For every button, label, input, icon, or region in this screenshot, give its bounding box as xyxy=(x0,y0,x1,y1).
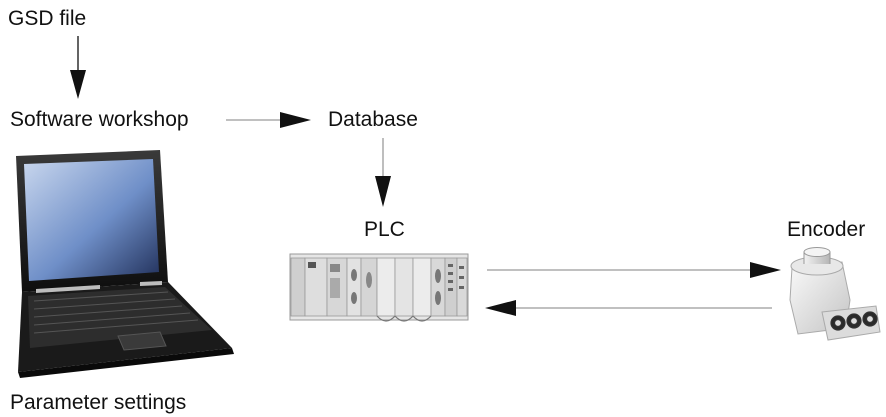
arrow-database-to-plc xyxy=(375,138,391,207)
arrow-gsd-to-workshop xyxy=(70,36,86,99)
gsd-file-label: GSD file xyxy=(8,7,87,30)
encoder-label: Encoder xyxy=(787,218,866,241)
plc-rack-icon xyxy=(289,253,469,322)
arrow-workshop-to-database xyxy=(226,112,311,128)
laptop-icon xyxy=(16,150,234,378)
database-label: Database xyxy=(328,108,418,131)
parameter-settings-label: Parameter settings xyxy=(10,391,187,414)
arrow-plc-to-encoder xyxy=(487,262,781,278)
plc-label: PLC xyxy=(364,218,405,241)
arrow-encoder-to-plc xyxy=(485,300,772,316)
rotary-encoder-icon xyxy=(789,247,881,341)
software-workshop-label: Software workshop xyxy=(10,108,189,131)
